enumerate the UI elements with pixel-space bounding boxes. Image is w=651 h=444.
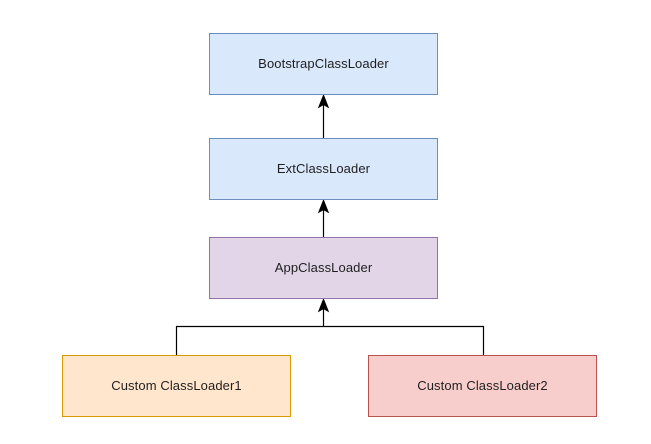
node-label-custom-classloader-2: Custom ClassLoader2 xyxy=(417,378,548,394)
node-app-classloader[interactable]: AppClassLoader xyxy=(209,237,438,299)
node-custom-classloader-2[interactable]: Custom ClassLoader2 xyxy=(368,355,597,417)
node-label-ext-classloader: ExtClassLoader xyxy=(276,161,371,177)
edge-app-to-ext xyxy=(317,198,330,237)
node-custom-classloader-1[interactable]: Custom ClassLoader1 xyxy=(62,355,291,417)
node-label-custom-classloader-1: Custom ClassLoader1 xyxy=(111,378,242,394)
node-label-app-classloader: AppClassLoader xyxy=(274,260,373,276)
node-ext-classloader[interactable]: ExtClassLoader xyxy=(209,138,438,200)
node-bootstrap-classloader[interactable]: BootstrapClassLoader xyxy=(209,33,438,95)
edge-customs-to-app xyxy=(175,297,485,355)
edge-ext-to-bootstrap xyxy=(317,93,330,138)
node-label-bootstrap-classloader: BootstrapClassLoader xyxy=(258,56,389,72)
